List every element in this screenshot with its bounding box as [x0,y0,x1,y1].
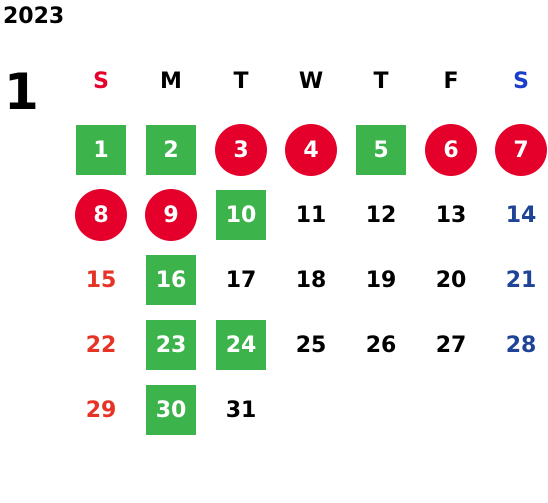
day-cell: 31 [225,397,257,423]
day-cell-highlight-red: 3 [215,124,267,176]
day-cell: 27 [435,332,467,358]
day-cell: 21 [505,267,537,293]
weekday-label: F [443,69,459,94]
weekday-label: T [233,69,249,94]
day-cell: 12 [365,202,397,228]
day-cell-highlight-green: 24 [216,320,266,370]
weekday-label: S [93,69,109,94]
day-cell-highlight-red: 6 [425,124,477,176]
day-cell-highlight-green: 2 [146,125,196,175]
month-number: 1 [4,63,39,121]
day-cell: 14 [505,202,537,228]
day-cell-highlight-green: 5 [356,125,406,175]
day-cell: 11 [295,202,327,228]
day-cell-highlight-red: 4 [285,124,337,176]
day-cell: 18 [295,267,327,293]
day-cell: 15 [85,267,117,293]
day-cell: 26 [365,332,397,358]
day-cell: 29 [85,397,117,423]
day-cell: 22 [85,332,117,358]
day-cell-highlight-red: 9 [145,189,197,241]
day-cell: 20 [435,267,467,293]
year-label: 2023 [3,4,65,29]
day-cell: 25 [295,332,327,358]
day-cell: 17 [225,267,257,293]
day-cell-highlight-green: 30 [146,385,196,435]
weekday-label: W [298,69,324,94]
day-cell-highlight-green: 23 [146,320,196,370]
day-cell-highlight-red: 8 [75,189,127,241]
weekday-label: T [373,69,389,94]
day-cell-highlight-red: 7 [495,124,547,176]
day-cell-highlight-green: 1 [76,125,126,175]
day-cell: 13 [435,202,467,228]
weekday-label: M [160,69,182,94]
weekday-label: S [513,69,529,94]
day-cell-highlight-green: 10 [216,190,266,240]
day-cell-highlight-green: 16 [146,255,196,305]
day-cell: 19 [365,267,397,293]
day-cell: 28 [505,332,537,358]
